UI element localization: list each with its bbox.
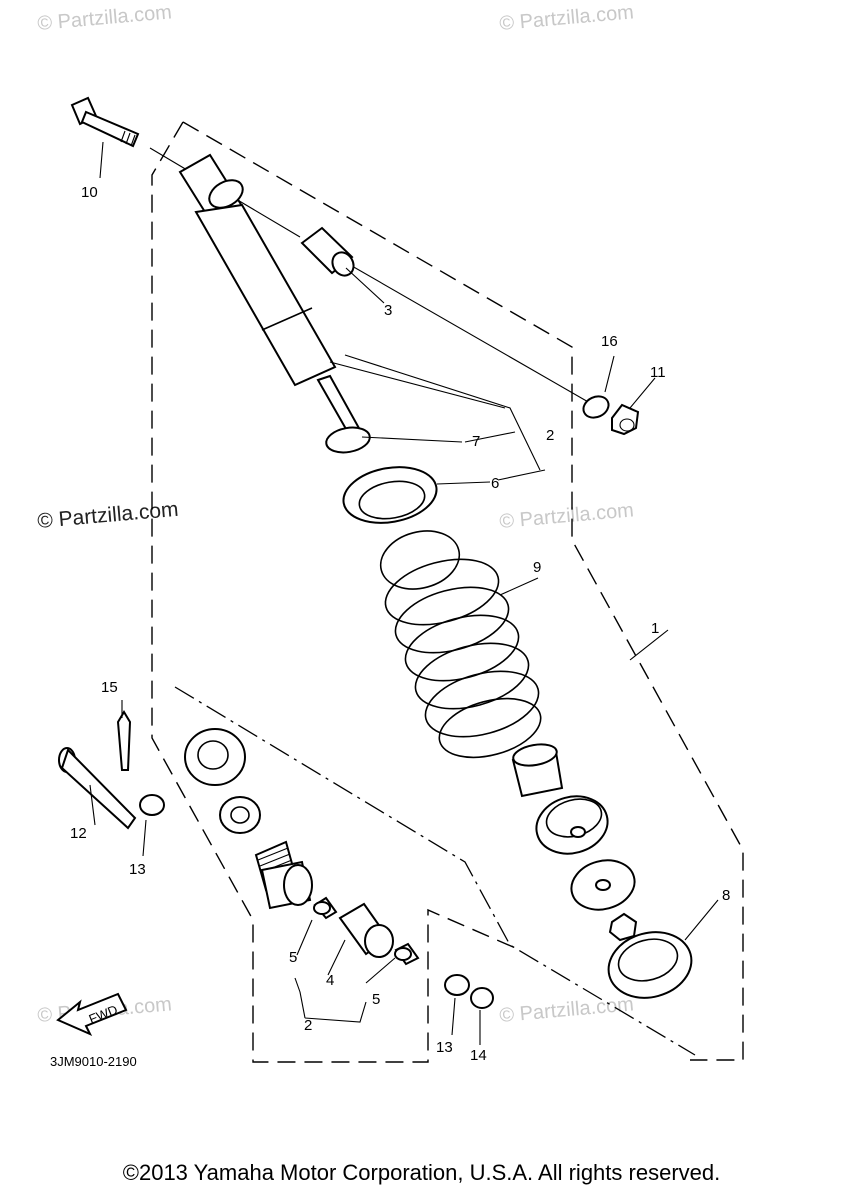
callout-3: 3 — [384, 302, 392, 319]
lower-washer-left — [139, 794, 165, 816]
leader-lines — [89, 141, 719, 1045]
callout-15: 15 — [101, 679, 118, 696]
lower-eye-mount — [254, 840, 313, 910]
callout-5-left: 5 — [289, 949, 297, 966]
spacer-right — [394, 942, 420, 966]
callout-12: 12 — [70, 825, 87, 842]
shock-absorber-body — [178, 153, 371, 454]
callout-7: 7 — [472, 433, 480, 450]
watermark-bottom-right: © Partzilla.com — [499, 993, 635, 1027]
spacer-left — [313, 896, 338, 920]
bump-stop — [511, 743, 564, 798]
upper-nut — [611, 403, 640, 436]
cotter-pin — [116, 710, 132, 771]
upper-washer — [582, 395, 610, 419]
callout-13-right: 13 — [436, 1039, 453, 1056]
copyright-notice: ©2013 Yamaha Motor Corporation, U.S.A. A… — [122, 1160, 721, 1185]
callout-6: 6 — [491, 475, 499, 492]
lower-cup — [535, 795, 609, 855]
callout-16: 16 — [601, 333, 618, 350]
assembly-boundary-left — [151, 121, 521, 1063]
spring-seat-lower — [607, 931, 693, 999]
lower-washer-thin — [470, 987, 494, 1009]
callout-11: 11 — [650, 364, 666, 381]
lower-ring — [219, 796, 261, 834]
callout-1: 1 — [651, 620, 659, 637]
watermark-top-left: © Partzilla.com — [37, 1, 173, 35]
diagram-code: 3JM9010-2190 — [50, 1054, 137, 1069]
callout-9: 9 — [533, 559, 541, 576]
lower-plate — [570, 859, 636, 911]
callout-13-left: 13 — [129, 861, 146, 878]
callout-2-upper: 2 — [546, 427, 554, 444]
assembly-boundary — [182, 121, 744, 1061]
callout-4: 4 — [326, 972, 334, 989]
lower-locknut — [608, 912, 638, 942]
lower-axis-line — [174, 686, 696, 1056]
lower-bushing — [338, 902, 394, 958]
lower-bolt — [58, 747, 137, 830]
callout-14: 14 — [470, 1047, 487, 1064]
callout-8: 8 — [722, 887, 730, 904]
coil-spring — [379, 530, 542, 759]
callout-10: 10 — [81, 184, 98, 201]
spring-seat-upper — [342, 466, 438, 524]
watermark-top-right: © Partzilla.com — [499, 1, 635, 35]
lower-collar — [184, 728, 246, 786]
watermark-mid-left: © Partzilla.com — [36, 498, 179, 533]
callout-2-lower: 2 — [304, 1017, 312, 1034]
watermark-mid-right: © Partzilla.com — [499, 499, 635, 533]
lower-washer-right — [444, 974, 470, 996]
upper-bolt — [70, 96, 140, 148]
callout-5-right: 5 — [372, 991, 380, 1008]
